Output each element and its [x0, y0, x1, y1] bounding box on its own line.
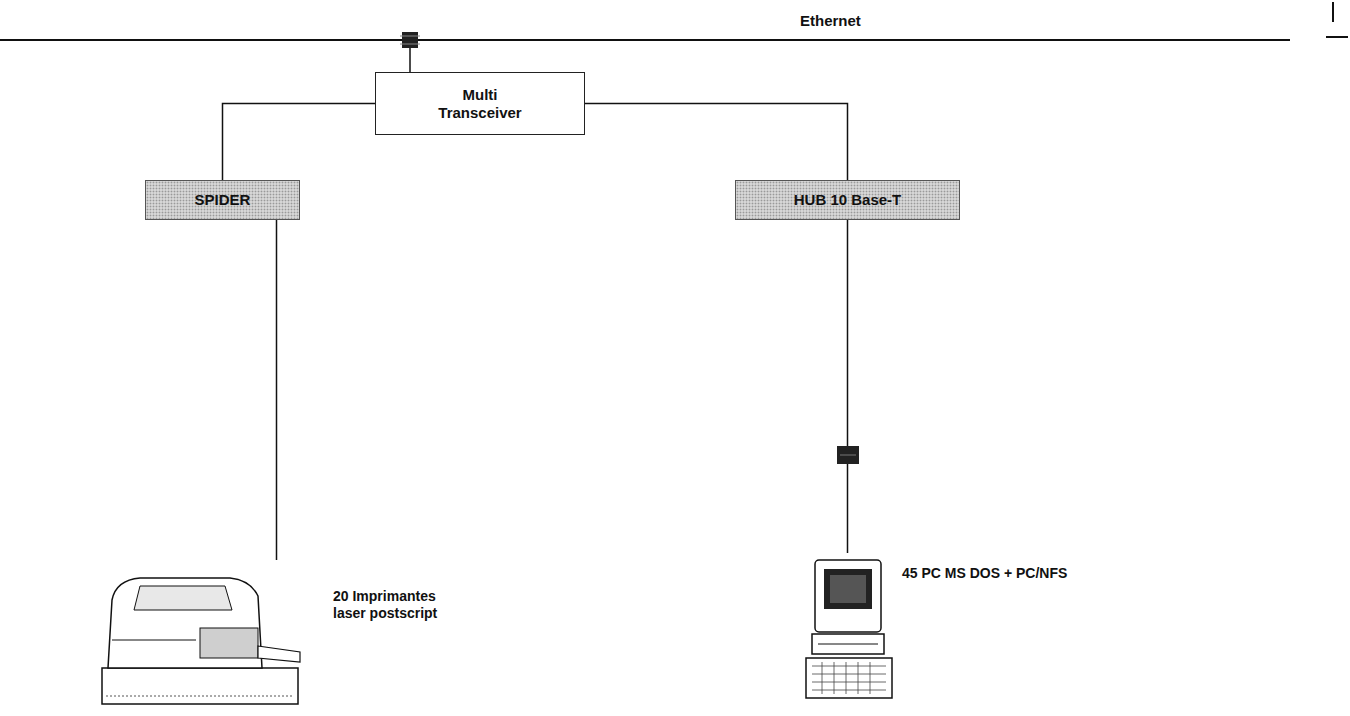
- pc-keyboard: [806, 658, 892, 698]
- printer-body: [108, 578, 262, 668]
- box-label: SPIDER: [195, 191, 251, 209]
- drop-cable: [409, 46, 411, 73]
- connector-symbol: [837, 446, 859, 464]
- network-label: Ethernet: [800, 12, 861, 29]
- printer-base: [102, 668, 298, 704]
- printer-body: [112, 640, 196, 641]
- pc-unit: [818, 644, 878, 645]
- connector-symbol: [837, 446, 859, 464]
- printer-base: [106, 696, 294, 697]
- printer-top: [134, 586, 232, 610]
- network-device-box: SPIDER: [145, 180, 300, 220]
- pc-unit: [812, 634, 884, 654]
- tap-connector: [400, 36, 420, 37]
- tap-connector: [400, 32, 420, 48]
- pc-icon: [806, 560, 892, 698]
- printer-panel: [200, 628, 258, 658]
- pc-screen: [824, 569, 872, 609]
- printer-icon: [102, 578, 300, 704]
- printer-tray: [258, 646, 300, 662]
- network-cable: [847, 220, 849, 553]
- transceiver-box: Multi Transceiver: [375, 72, 585, 135]
- ethernet-cable: [0, 39, 1290, 41]
- connector-symbol: [840, 455, 856, 456]
- device-group: 45 PC MS DOS + PC/NFS: [810, 553, 1067, 703]
- edge-mark: [1332, 2, 1334, 22]
- network-cable: [585, 104, 848, 181]
- device-group: 20 Imprimantes laser postscript: [95, 560, 458, 710]
- network-cable: [223, 104, 376, 181]
- tap-connector: [402, 32, 418, 48]
- tap-connector: [400, 44, 420, 45]
- pc-monitor: [815, 560, 881, 632]
- device-label: 45 PC MS DOS + PC/NFS: [902, 565, 1067, 582]
- network-cable: [276, 220, 278, 560]
- network-device-box: HUB 10 Base-T: [735, 180, 960, 220]
- pc-screen: [830, 575, 866, 603]
- box-label: HUB 10 Base-T: [794, 191, 902, 209]
- device-label: 20 Imprimantes laser postscript: [333, 588, 458, 622]
- box-label: Multi Transceiver: [425, 86, 535, 122]
- pc-keys: [812, 662, 886, 694]
- edge-mark: [1326, 36, 1348, 38]
